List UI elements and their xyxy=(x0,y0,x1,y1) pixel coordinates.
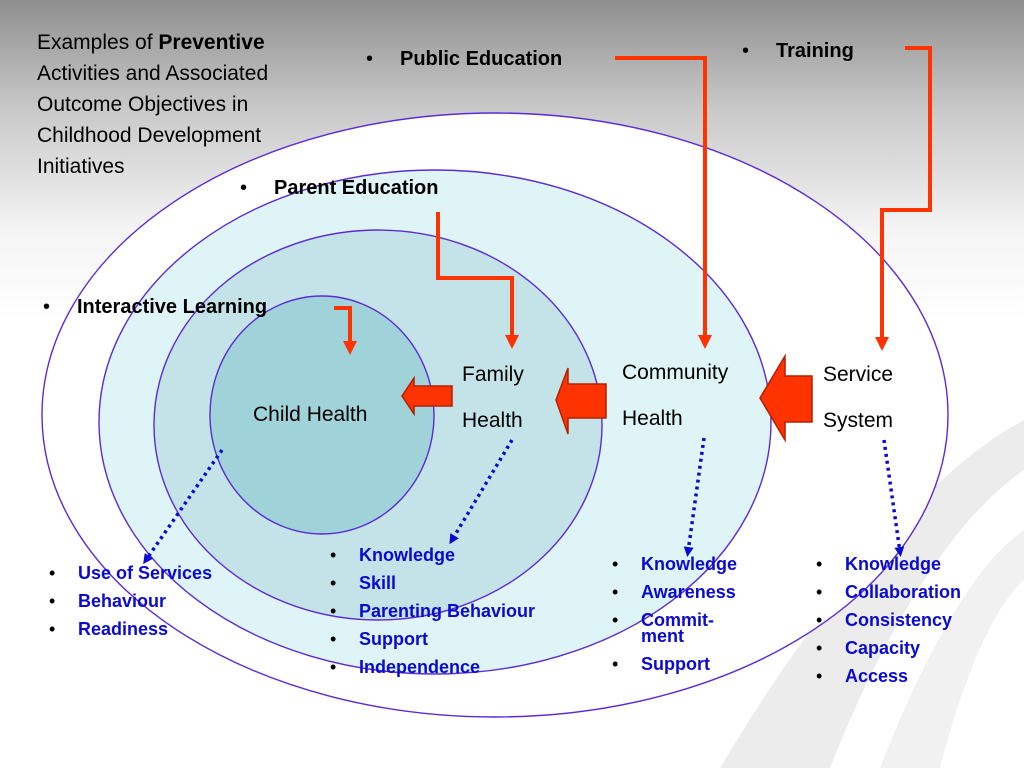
label-service-system: Service System xyxy=(823,352,893,444)
list-item: Collaboration xyxy=(810,578,961,606)
child-outcomes-list: Use of Services Behaviour Readiness xyxy=(43,559,212,643)
family-to-child-arrow xyxy=(401,375,453,417)
family-outcomes-arrow xyxy=(449,439,514,545)
child-outcomes-arrow xyxy=(143,449,224,565)
list-item: Parenting Behaviour xyxy=(324,597,535,625)
label-community-health: Community Health xyxy=(622,350,728,442)
list-item: Capacity xyxy=(810,634,961,662)
activity-training: Training xyxy=(742,40,854,63)
list-item: Behaviour xyxy=(43,587,212,615)
activity-public-education: Public Education xyxy=(366,48,562,71)
list-item: Knowledge xyxy=(324,541,535,569)
list-item: Knowledge xyxy=(606,550,741,578)
label-family-line1: Family xyxy=(462,363,524,386)
list-item: Support xyxy=(324,625,535,653)
label-family-line2: Health xyxy=(462,409,523,432)
slide-title: Examples of Preventive Activities and As… xyxy=(37,31,269,178)
label-community-line2: Health xyxy=(622,407,683,430)
list-item: Readiness xyxy=(43,615,212,643)
list-item: Knowledge xyxy=(810,550,961,578)
service-outcomes-arrow xyxy=(882,439,905,557)
parent-education-connector xyxy=(436,212,519,349)
list-item: Consistency xyxy=(810,606,961,634)
list-item: Access xyxy=(810,662,961,690)
activity-interactive-learning: Interactive Learning xyxy=(43,296,267,319)
interactive-learning-connector xyxy=(334,306,357,355)
list-item: Use of Services xyxy=(43,559,212,587)
list-item: Independence xyxy=(324,653,535,681)
list-item: Support xyxy=(606,650,741,678)
community-outcomes-arrow xyxy=(683,437,706,557)
public-education-connector xyxy=(615,56,712,349)
label-child-health: Child Health xyxy=(253,403,368,426)
service-outcomes-list: Knowledge Collaboration Consistency Capa… xyxy=(810,550,961,690)
label-service-line1: Service xyxy=(823,363,894,386)
list-item: Awareness xyxy=(606,578,741,606)
family-outcomes-list: Knowledge Skill Parenting Behaviour Supp… xyxy=(324,541,535,681)
list-item: Commit-ment xyxy=(606,606,741,650)
label-family-health: Family Health xyxy=(462,352,524,444)
activity-parent-education: Parent Education xyxy=(240,177,438,200)
list-item: Skill xyxy=(324,569,535,597)
label-service-line2: System xyxy=(823,409,894,432)
label-community-line1: Community xyxy=(622,361,729,384)
community-outcomes-list: Knowledge Awareness Commit-ment Support xyxy=(606,550,741,678)
service-to-community-arrow xyxy=(759,353,813,443)
community-to-family-arrow xyxy=(555,367,607,435)
child-health-core xyxy=(209,295,435,535)
title-emphasis: Preventive xyxy=(158,31,265,54)
training-connector xyxy=(875,46,932,351)
